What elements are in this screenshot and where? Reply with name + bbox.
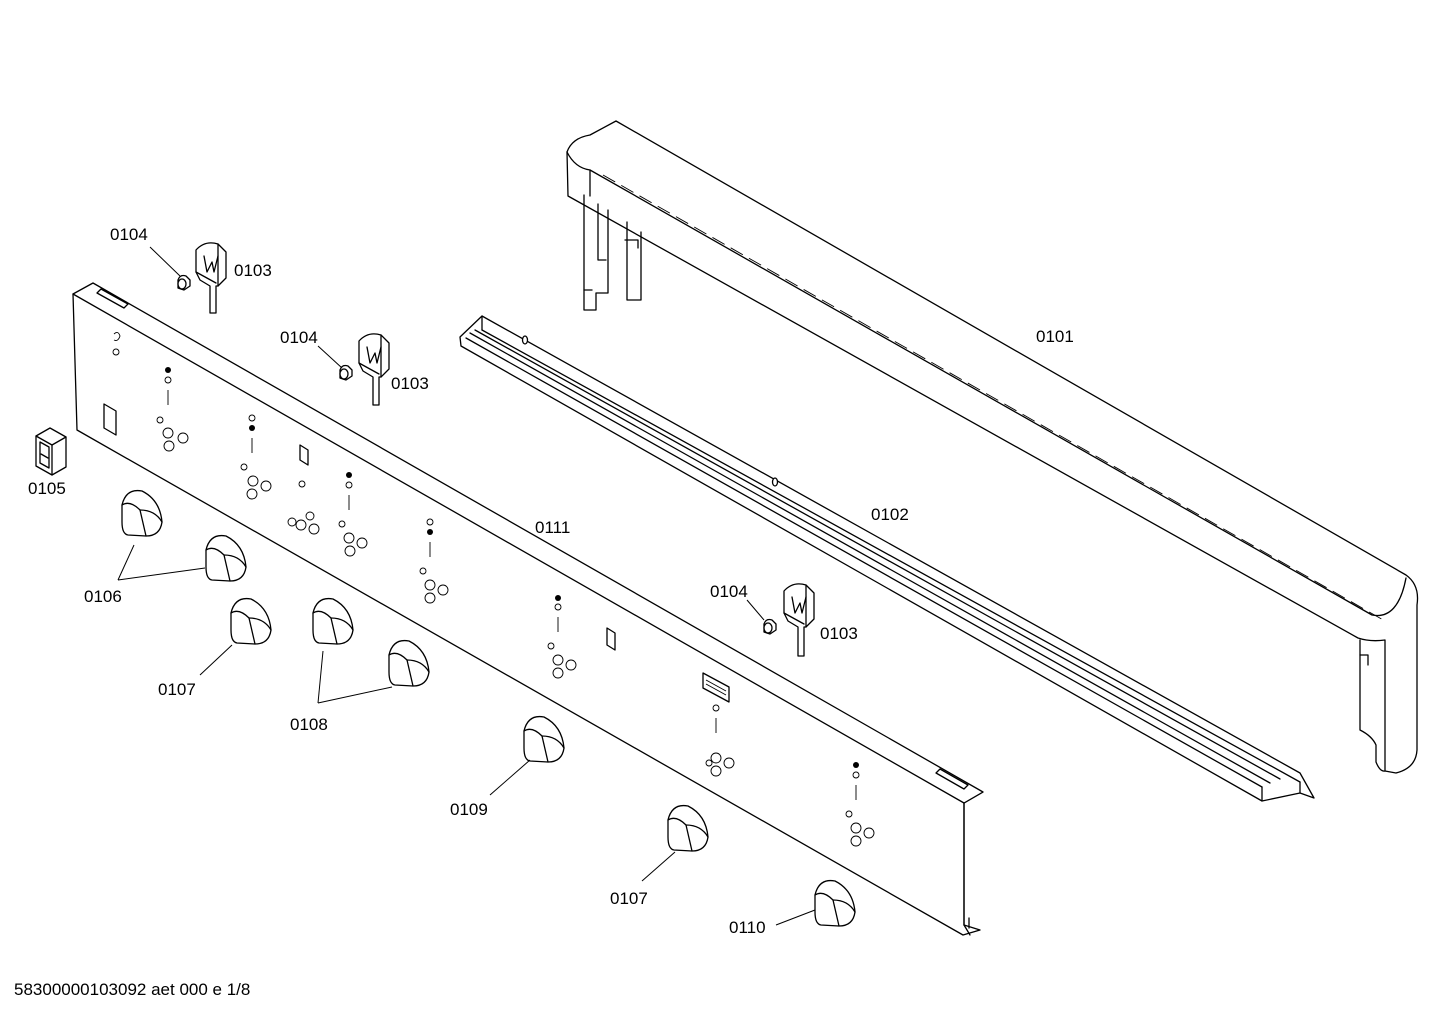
label-0106: 0106 [84,587,122,606]
label-0111: 0111 [535,518,570,537]
label-0103-c: 0103 [820,624,858,643]
knob-0106-b [205,534,247,582]
knob-0107-b [667,804,709,852]
part-0102-rail [459,315,1315,802]
part-0104-screw-a [177,274,191,291]
part-0103-clip-b [358,333,390,406]
part-0111-control-panel [72,282,984,936]
label-0108: 0108 [290,715,328,734]
control-group-4 [338,472,368,557]
knob-0106-a [121,489,163,537]
part-0105-switch [35,427,67,476]
label-0109: 0109 [450,800,488,819]
label-0103-a: 0103 [234,261,272,280]
control-group-2 [240,414,272,500]
part-0104-screw-c [763,618,777,635]
control-group-1 [156,367,189,452]
knob-0108-b [388,639,430,687]
label-0104-b: 0104 [280,328,318,347]
label-0102: 0102 [871,505,909,524]
label-0110: 0110 [729,918,766,937]
label-0105: 0105 [28,479,66,498]
label-0107-a: 0107 [158,680,196,699]
part-0104-screw-b [339,364,353,381]
label-0103-b: 0103 [391,374,429,393]
knob-0107-a [230,597,272,645]
control-group-6 [547,595,577,679]
control-group-3 [287,480,320,535]
label-0101: 0101 [1036,327,1074,346]
document-code: 58300000103092 aet 000 e 1/8 [14,980,251,999]
part-labels: 0101 0102 0111 0104 0103 0104 0103 0104 … [28,225,1074,937]
part-0101-trim-profile [566,120,1419,774]
control-group-7 [705,704,735,777]
part-0103-clip-c [783,583,815,657]
leader-lines [117,246,816,926]
knob-0109 [523,715,565,763]
control-group-8 [845,762,875,847]
label-0104-c: 0104 [710,582,748,601]
part-0103-clip-a [195,242,227,314]
label-0107-b: 0107 [610,889,648,908]
knob-0110 [814,879,856,927]
knob-0108-a [312,597,354,645]
label-0104-a: 0104 [110,225,148,244]
control-group-5 [419,518,449,604]
